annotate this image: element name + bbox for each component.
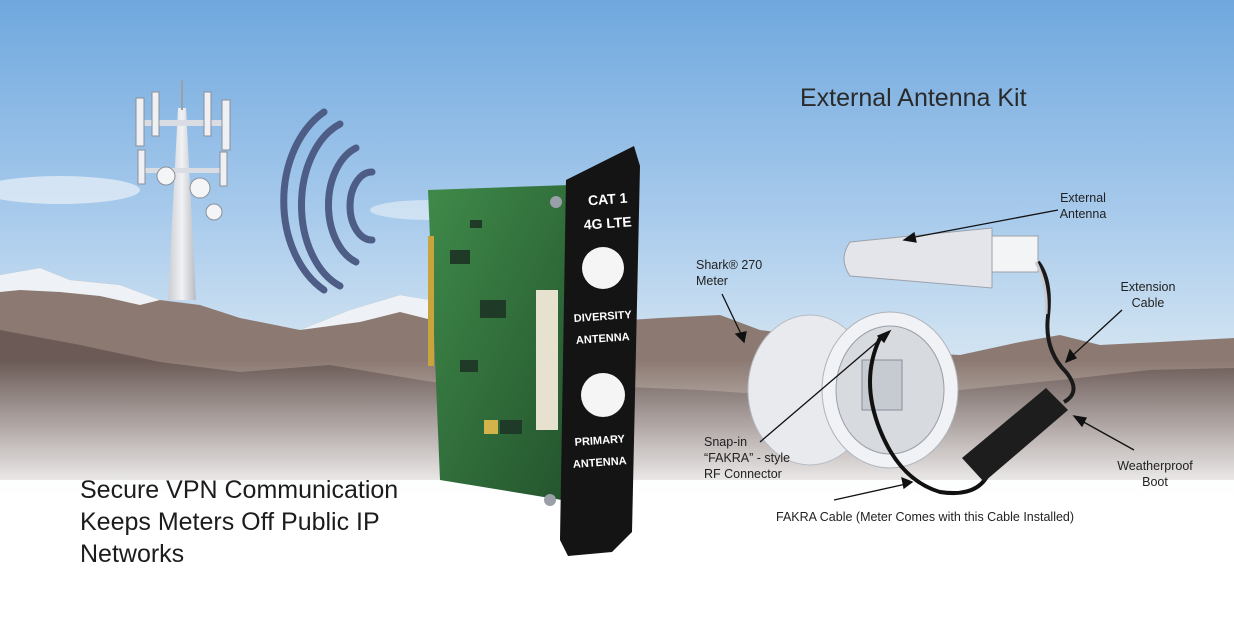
card-label-4glte: 4G LTE [583, 213, 632, 232]
bracket-port-primary [581, 373, 625, 417]
cloud [0, 176, 140, 204]
lte-module-card [428, 185, 570, 500]
callout-meter: Shark® 270 Meter [696, 257, 786, 289]
callout-text: Meter [696, 274, 728, 288]
callout-fakra-cable: FAKRA Cable (Meter Comes with this Cable… [776, 510, 1075, 524]
callout-text: Weatherproof [1117, 459, 1193, 473]
kit-title: External Antenna Kit [800, 84, 1027, 112]
card-label-cat1: CAT 1 [587, 190, 628, 209]
fakra-cable [868, 337, 992, 495]
external-antenna [843, 227, 1039, 289]
callout-text: “FAKRA” - style [704, 451, 791, 465]
card-label-diversity-antenna: ANTENNA [576, 331, 631, 347]
mountain-snow [300, 295, 470, 330]
headline-line-3: Networks [80, 540, 185, 568]
headline: Secure VPN Communication Keeps Meters Of… [80, 474, 460, 570]
callout-text: Cable [1131, 296, 1165, 310]
callout-text: Boot [1142, 475, 1168, 489]
callout-text: Antenna [1059, 207, 1107, 221]
card-label-primary: PRIMARY [574, 433, 626, 449]
callout-text: Shark® 270 [696, 258, 763, 272]
callout-text: External [1060, 191, 1106, 205]
card-label-primary-antenna: ANTENNA [573, 455, 628, 471]
callout-text: RF Connector [704, 467, 782, 481]
shark-meter [747, 311, 959, 469]
weatherproof-boot [962, 388, 1068, 482]
cell-tower [135, 80, 231, 300]
callout-external-antenna: External Antenna [1040, 190, 1126, 222]
bracket-port-diversity [582, 247, 624, 289]
callout-weatherproof-boot: Weatherproof Boot [1100, 458, 1210, 490]
card-label-diversity: DIVERSITY [573, 309, 632, 325]
mounting-bracket [560, 146, 640, 556]
callout-text: Snap-in [704, 435, 748, 449]
signal-waves [280, 108, 376, 294]
headline-line-1: Secure VPN Communication [80, 476, 399, 504]
callout-text: Extension [1120, 280, 1176, 294]
headline-line-2: Keeps Meters Off Public IP [80, 508, 380, 536]
mountain-snow [0, 268, 160, 305]
callout-extension-cable: Extension Cable [1108, 279, 1188, 311]
callout-snapin-connector: Snap-in “FAKRA” - style RF Connector [704, 434, 814, 482]
callout-arrows [721, 209, 1135, 501]
extension-cable [1036, 260, 1076, 404]
